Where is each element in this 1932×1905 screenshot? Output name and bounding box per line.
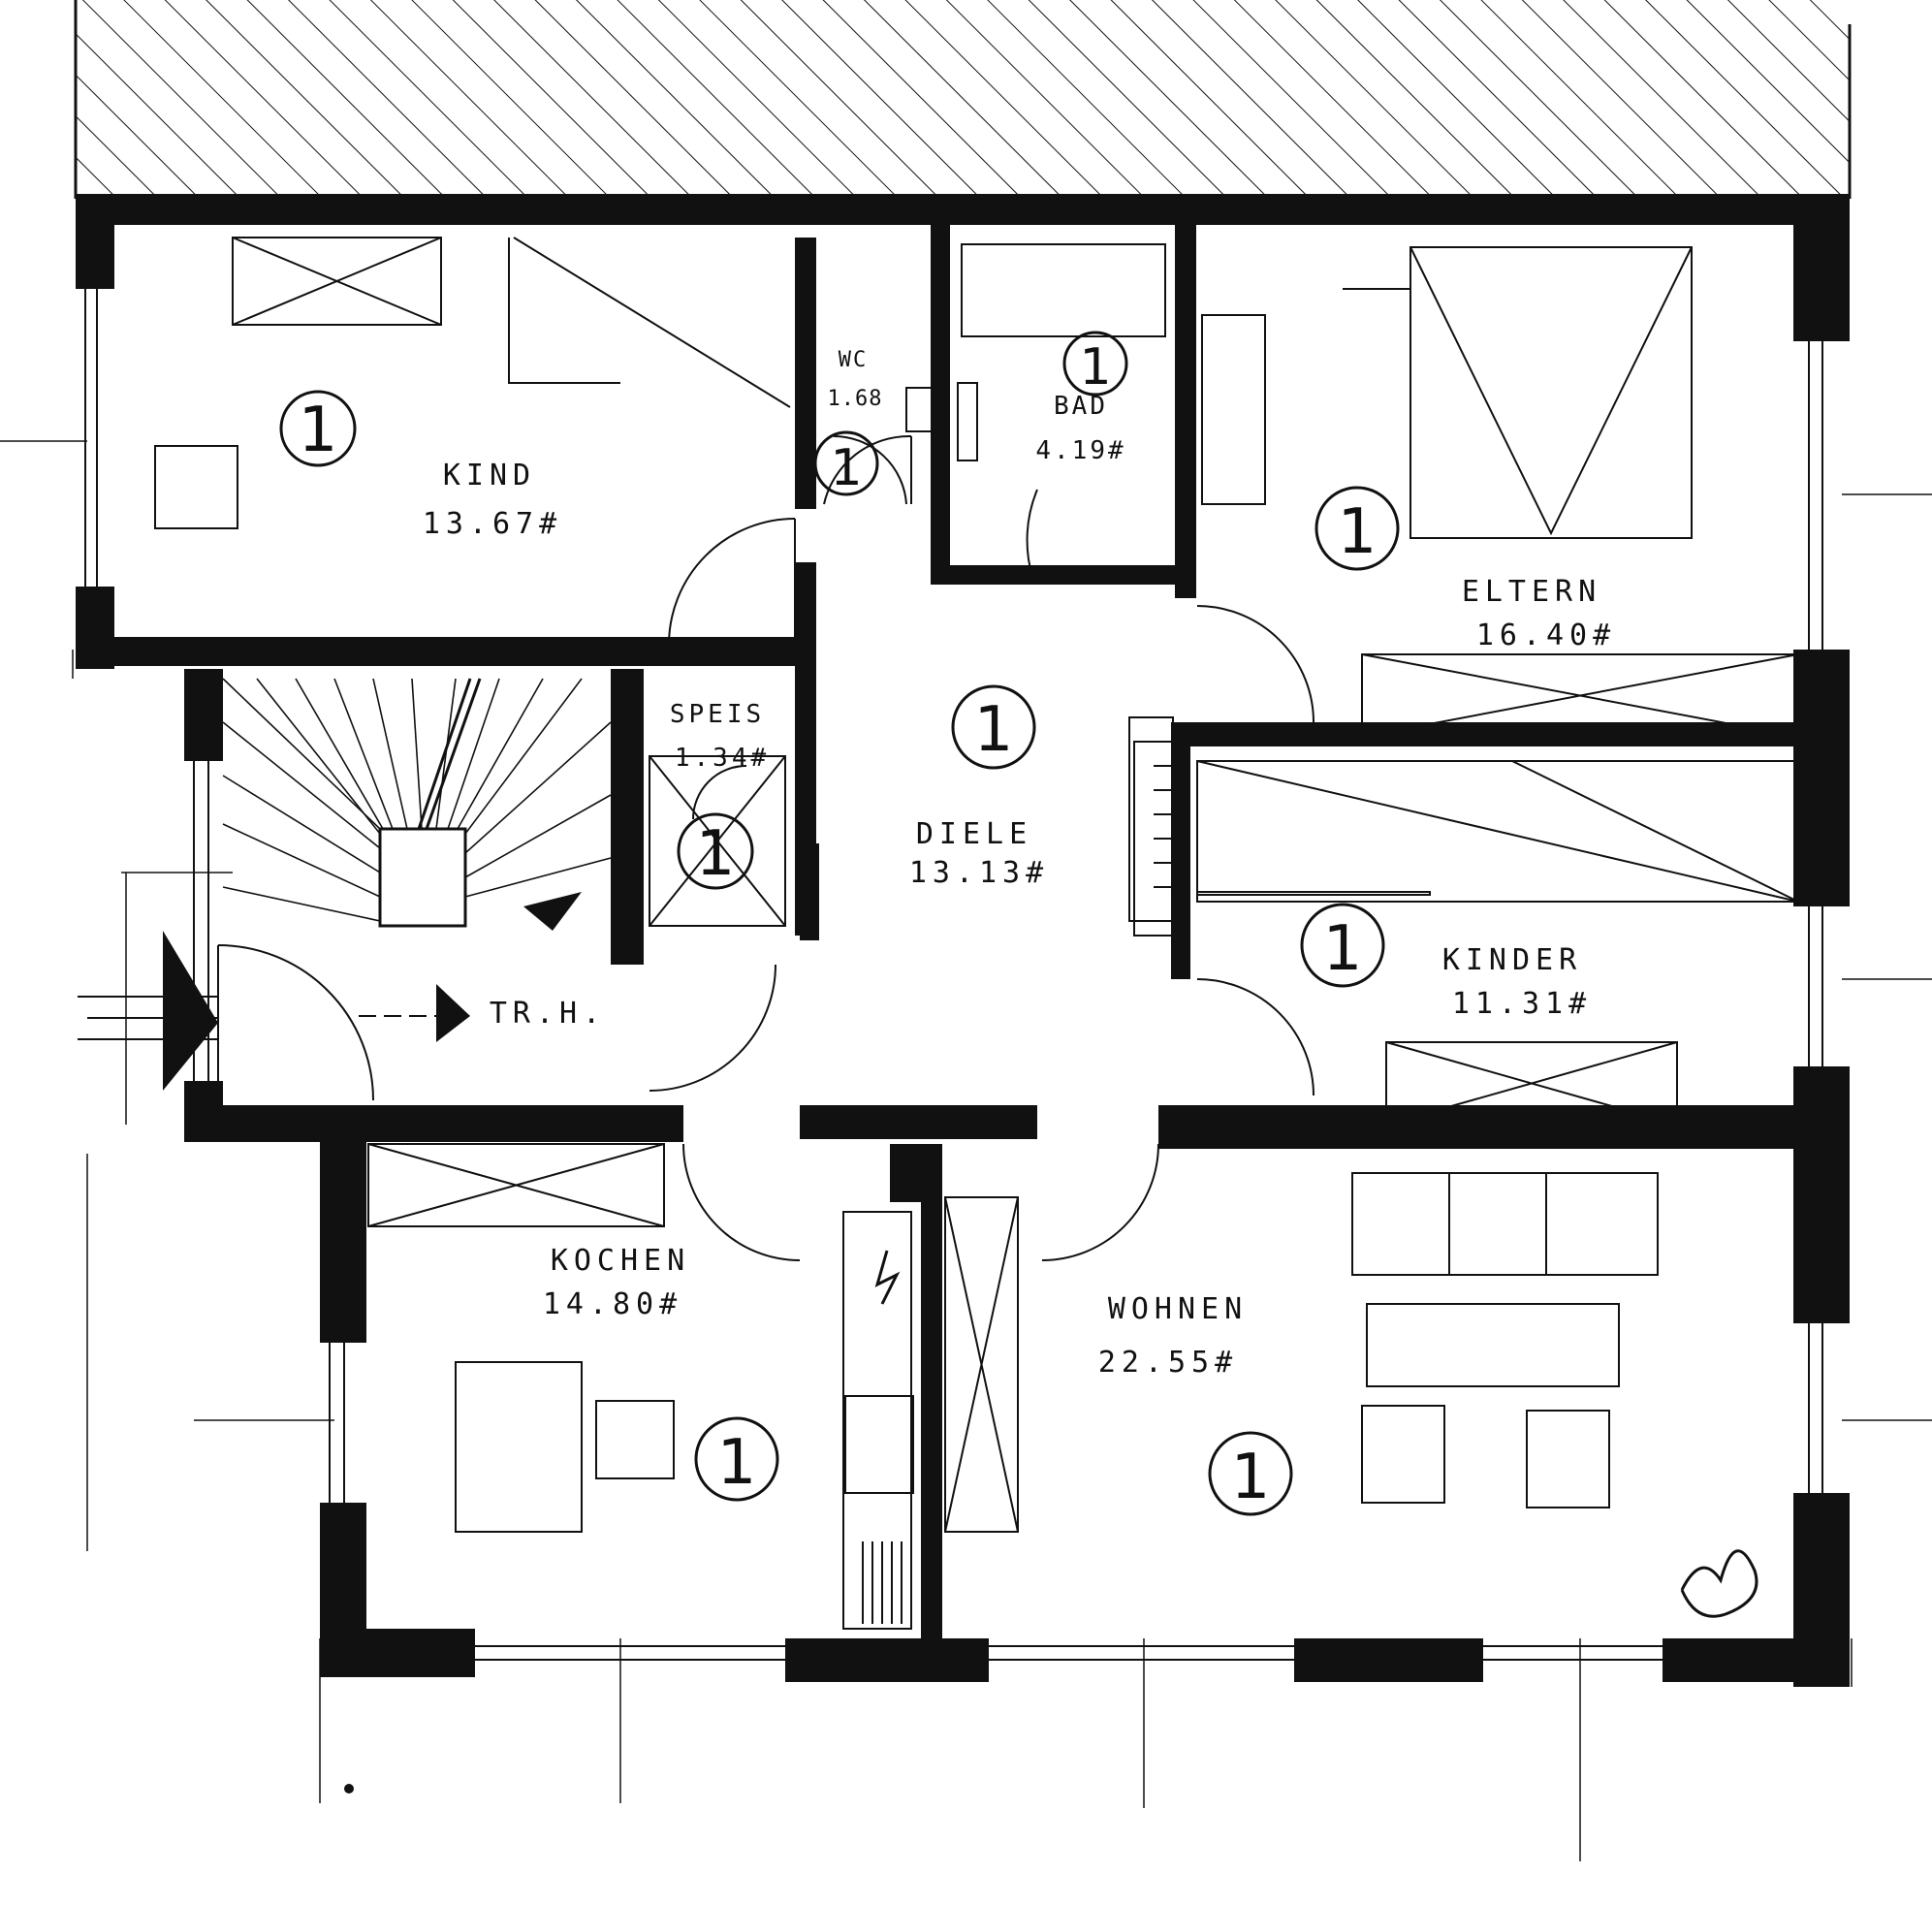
room-diele: 1 DIELE 13.13#	[909, 684, 1049, 890]
room-area-kochen: 14.80#	[543, 1287, 682, 1321]
room-kind: 1 KIND 13.67#	[279, 390, 562, 541]
room-badge-bad-number: 1	[1079, 338, 1111, 397]
plant-symbol	[1680, 1549, 1758, 1618]
furniture	[154, 237, 1799, 1630]
room-name-diele: DIELE	[916, 817, 1032, 851]
room-badge-wc-number: 1	[830, 439, 862, 497]
room-badge-eltern	[1314, 486, 1400, 571]
room-trh: TR.H.	[490, 997, 606, 1031]
room-badge-kind-number: 1	[299, 395, 338, 466]
room-area-speis: 1.34#	[675, 744, 770, 773]
room-name-kochen: KOCHEN	[551, 1244, 690, 1278]
room-name-kinder: KINDER	[1442, 943, 1582, 977]
room-name-bad: BAD	[1054, 392, 1108, 421]
room-area-diele: 13.13#	[909, 856, 1049, 890]
room-area-wohnen: 22.55#	[1098, 1346, 1238, 1380]
room-bad: 1 BAD 4.19#	[1035, 331, 1128, 465]
room-eltern: 1 ELTERN 16.40#	[1314, 486, 1616, 652]
room-badge-kochen-number: 1	[717, 1427, 757, 1499]
walls	[76, 194, 1850, 1687]
windows	[84, 289, 1823, 1661]
room-area-kind: 13.67#	[423, 507, 562, 541]
room-name-eltern: ELTERN	[1462, 575, 1601, 609]
room-name-speis: SPEIS	[670, 700, 765, 729]
room-area-wc: 1.68	[828, 387, 883, 411]
door-swings	[217, 434, 1314, 1261]
room-badge-speis	[677, 812, 754, 890]
room-badge-wc	[813, 430, 879, 496]
hatch-ticks	[862, 765, 1173, 1624]
room-badge-speis-number: 1	[696, 818, 736, 890]
room-area-eltern: 16.40#	[1476, 619, 1616, 652]
room-name-wohnen: WOHNEN	[1108, 1292, 1248, 1326]
room-wc: 1 WC 1.68	[813, 348, 883, 497]
room-name-trh: TR.H.	[490, 997, 606, 1031]
room-name-kind: KIND	[443, 459, 536, 492]
room-badge-kinder-number: 1	[1323, 913, 1363, 985]
room-kinder: 1 KINDER 11.31#	[1300, 903, 1592, 1021]
room-badge-diele	[951, 684, 1036, 770]
staircase	[222, 678, 612, 928]
room-name-wc: WC	[839, 348, 869, 372]
room-badge-wohnen	[1208, 1431, 1293, 1516]
room-badge-kind	[279, 390, 357, 467]
room-speis: 1 SPEIS 1.34#	[670, 700, 770, 890]
stair-direction-arrow	[523, 892, 582, 931]
entrance-arrow	[163, 931, 218, 1091]
room-wohnen: 1 WOHNEN 22.55#	[1098, 1292, 1293, 1516]
electric-symbol	[874, 1250, 901, 1305]
room-kochen: 1 KOCHEN 14.80#	[543, 1244, 779, 1502]
ink-dot	[344, 1784, 354, 1794]
hall-arrow	[436, 984, 470, 1042]
room-badge-kinder	[1300, 903, 1385, 988]
room-badge-eltern-number: 1	[1338, 496, 1378, 568]
room-badge-diele-number: 1	[974, 694, 1014, 766]
room-badge-bad	[1062, 331, 1128, 397]
room-area-kinder: 11.31#	[1452, 987, 1592, 1021]
room-badge-kochen	[694, 1416, 779, 1502]
room-badge-wohnen-number: 1	[1231, 1442, 1271, 1513]
room-area-bad: 4.19#	[1035, 436, 1125, 465]
hatched-terrain	[76, 0, 1850, 199]
